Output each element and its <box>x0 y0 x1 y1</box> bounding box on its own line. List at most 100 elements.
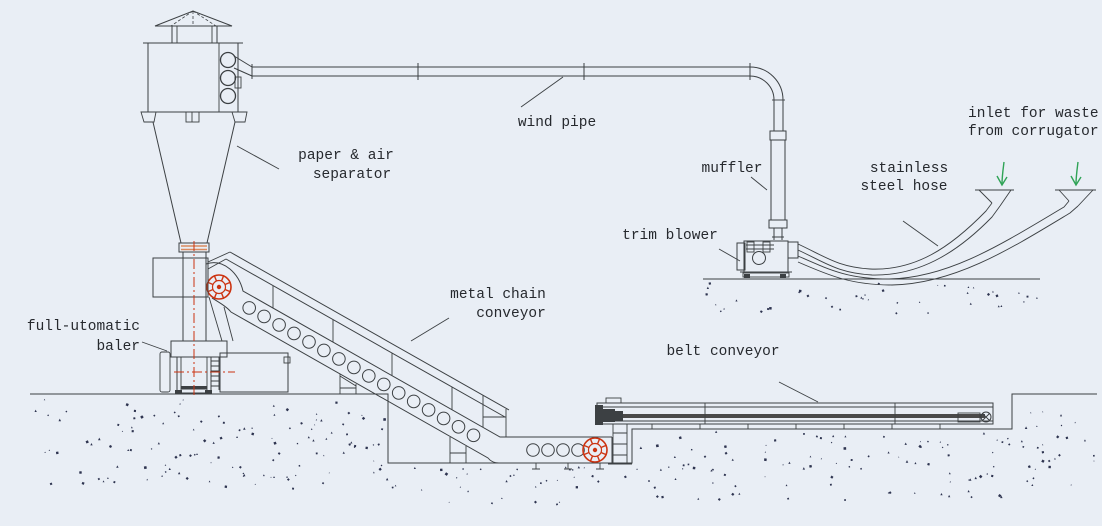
ground-dot <box>764 451 767 453</box>
ground-dot <box>850 459 853 462</box>
ground-dot <box>348 443 351 446</box>
ground-dot <box>1020 440 1023 443</box>
separator-box <box>140 42 248 123</box>
ground-dot <box>774 439 777 442</box>
ground-dot <box>939 441 942 443</box>
chain-hole <box>347 360 361 375</box>
sprocket-spoke <box>207 281 214 286</box>
ground-dot <box>1036 296 1038 299</box>
ground-dot <box>296 442 299 445</box>
ground-dot <box>802 467 806 470</box>
ground-dot <box>413 466 416 469</box>
ground-dot <box>98 437 101 441</box>
ground-dot <box>130 426 133 429</box>
belt-end-ladder <box>608 424 632 465</box>
ground-dot <box>898 456 900 458</box>
ground-dot <box>687 463 690 466</box>
chain-hole <box>377 377 391 392</box>
ground-dot <box>860 467 863 470</box>
ground-dot <box>1026 480 1029 483</box>
leader-lines <box>141 76 939 403</box>
ground-dot <box>674 477 677 480</box>
ground-dot <box>273 441 277 445</box>
ground-dot <box>949 481 951 483</box>
ground-dot <box>723 473 727 477</box>
ground-dot <box>969 302 972 305</box>
ground-dot <box>1093 454 1095 457</box>
ground-dot <box>937 284 939 286</box>
ground-dot <box>1024 426 1028 429</box>
ground-dot <box>639 446 643 449</box>
baler-centerlines <box>174 241 235 398</box>
ground-dot <box>735 299 738 302</box>
ground-dot <box>58 418 62 422</box>
ground-dot <box>967 286 970 288</box>
ground-dot <box>251 427 253 430</box>
ground-dot <box>1008 443 1011 446</box>
ground-dot <box>381 428 384 431</box>
ground-dot <box>992 290 994 293</box>
ground-dot <box>513 474 515 477</box>
ground-dot <box>943 284 946 287</box>
ground-dot <box>881 289 885 293</box>
label-chain-2: conveyor <box>476 306 546 322</box>
chain-guard-rail <box>207 251 510 437</box>
ground-dot <box>706 286 710 289</box>
belt-leg <box>888 424 896 430</box>
ground-dot <box>969 478 972 481</box>
ground-dot <box>196 453 199 455</box>
sprocket-hub <box>587 442 603 458</box>
ground-dot <box>153 414 156 417</box>
ground-dot <box>788 461 791 464</box>
ground-dot <box>843 447 847 450</box>
ground-dot <box>350 441 353 444</box>
ground-dot <box>636 468 638 471</box>
ground-dot <box>655 444 659 448</box>
ground-dot <box>238 429 241 432</box>
ground-dot <box>769 307 772 310</box>
ground-dot <box>888 491 892 495</box>
ground-dot <box>444 472 449 476</box>
chain-hole <box>421 403 436 417</box>
sprocket-spoke <box>213 292 218 299</box>
ground-dot <box>759 310 763 314</box>
chain-channel <box>205 262 613 464</box>
ground-dot <box>867 298 870 301</box>
ground-dot <box>179 453 182 457</box>
ground-dot <box>824 297 828 300</box>
ground-dot <box>653 486 657 489</box>
ground-dot <box>323 454 325 457</box>
ground-dot <box>1041 459 1045 463</box>
ground-dot <box>913 492 916 494</box>
ground-dot <box>887 451 890 454</box>
label-baler-1: full-utomatic <box>27 319 140 335</box>
sprocket-spoke <box>589 455 594 462</box>
conveyor-support-legs <box>339 374 604 470</box>
sprocket-spoke <box>596 438 601 445</box>
belt-tail-pulley <box>957 411 992 423</box>
ground-dot <box>107 477 109 479</box>
ground-dot <box>798 289 802 293</box>
label-chain-1: metal chain <box>450 287 546 303</box>
ground-dot <box>342 451 345 454</box>
ground-dot <box>208 480 211 483</box>
ground-dot <box>806 294 810 298</box>
ground-dot <box>116 465 119 468</box>
sprocket-center <box>592 447 598 453</box>
ground-dot <box>365 446 368 450</box>
ground-dot <box>572 469 574 471</box>
ground-dot <box>224 485 228 489</box>
ground-dot <box>717 497 721 501</box>
ground-dot <box>420 489 423 491</box>
label-trim-blower: trim blower <box>622 228 718 244</box>
belt-support-legs <box>648 424 944 430</box>
ground-dot <box>597 480 600 483</box>
ground-dot <box>509 474 512 478</box>
belt-leg <box>744 424 752 430</box>
ground-dot <box>946 444 949 446</box>
ground-dot <box>1041 450 1045 454</box>
ground-dot <box>682 464 685 467</box>
ground-dot <box>711 468 714 471</box>
ground-dot <box>236 436 239 438</box>
